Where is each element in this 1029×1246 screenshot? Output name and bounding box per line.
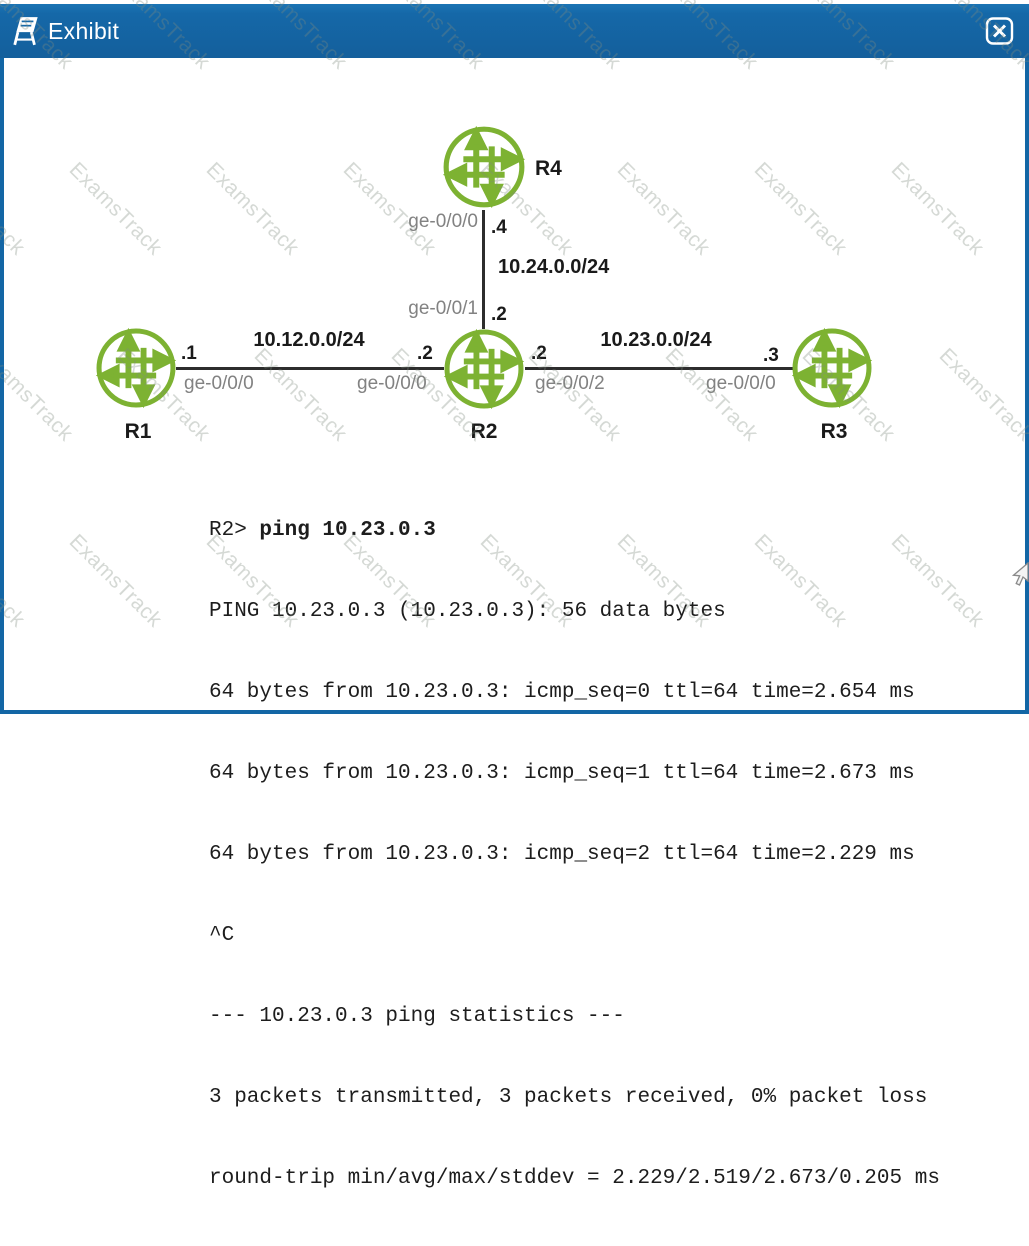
terminal-command: ping 10.23.0.3 xyxy=(259,519,436,542)
router-label-r4: R4 xyxy=(535,157,562,180)
close-icon xyxy=(985,17,1014,45)
router-label-r2: R2 xyxy=(470,420,498,443)
terminal-line: ^C xyxy=(209,924,235,947)
terminal-line: --- 10.23.0.3 ping statistics --- xyxy=(209,1005,625,1028)
terminal-prompt: R2> xyxy=(209,519,260,542)
network-label-r1-r2: 10.12.0.0/24 xyxy=(253,329,365,351)
if-r2-up: ge-0/0/1 xyxy=(408,298,478,319)
router-icon-r1 xyxy=(95,327,177,409)
router-icon-r3 xyxy=(791,327,873,409)
exhibit-content: R4 R1 R2 R3 10.12.0.0/24 10.23.0.0/24 10… xyxy=(0,58,1029,1190)
link-r2-r3 xyxy=(525,367,793,370)
addr-r2-right: .2 xyxy=(531,343,547,364)
terminal-line: 64 bytes from 10.23.0.3: icmp_seq=2 ttl=… xyxy=(209,843,915,866)
terminal-line: 64 bytes from 10.23.0.3: icmp_seq=0 ttl=… xyxy=(209,681,915,704)
addr-r2-up: .2 xyxy=(491,304,507,325)
if-r1-right: ge-0/0/0 xyxy=(184,373,254,394)
if-r2-left: ge-0/0/0 xyxy=(357,373,427,394)
titlebar: Exhibit xyxy=(0,4,1029,58)
router-icon-r4 xyxy=(442,125,526,209)
terminal-prompt-line: R2> ping 10.23.0.3 xyxy=(209,517,940,544)
terminal-output: R2> ping 10.23.0.3 PING 10.23.0.3 (10.23… xyxy=(209,463,940,1246)
router-icon-r2 xyxy=(443,328,525,410)
router-label-r1: R1 xyxy=(124,420,152,443)
network-label-r2-r3: 10.23.0.0/24 xyxy=(600,329,712,351)
terminal-line: 3 packets transmitted, 3 packets receive… xyxy=(209,1086,928,1109)
router-label-r3: R3 xyxy=(820,420,848,443)
terminal-line: PING 10.23.0.3 (10.23.0.3): 56 data byte… xyxy=(209,600,726,623)
addr-r4: .4 xyxy=(491,217,507,238)
exhibit-sign-icon xyxy=(13,17,38,46)
addr-r2-left: .2 xyxy=(417,343,433,364)
addr-r3: .3 xyxy=(763,345,779,366)
terminal-line: 64 bytes from 10.23.0.3: icmp_seq=1 ttl=… xyxy=(209,762,915,785)
window-title: Exhibit xyxy=(48,17,120,44)
if-r4-down: ge-0/0/0 xyxy=(408,211,478,232)
network-label-r2-r4: 10.24.0.0/24 xyxy=(498,256,610,278)
terminal-line: round-trip min/avg/max/stddev = 2.229/2.… xyxy=(209,1167,940,1190)
if-r3-left: ge-0/0/0 xyxy=(706,373,776,394)
link-r1-r2 xyxy=(176,367,444,370)
link-r4-r2 xyxy=(482,210,485,329)
exhibit-window: { "window": { "title": "Exhibit" }, "wat… xyxy=(0,0,1029,1190)
close-button[interactable] xyxy=(985,17,1014,46)
if-r2-right: ge-0/0/2 xyxy=(535,373,605,394)
addr-r1: .1 xyxy=(181,343,197,364)
